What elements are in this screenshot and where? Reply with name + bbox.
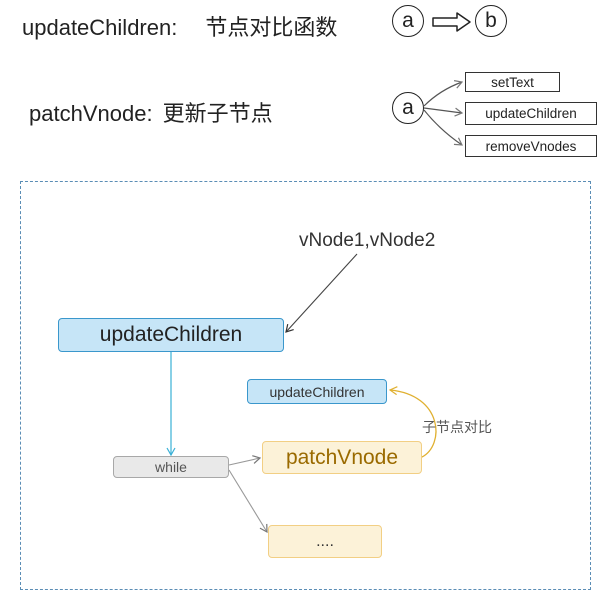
target-removevnodes: removeVnodes <box>465 135 597 157</box>
circle-a-1: a <box>392 5 424 37</box>
header2-name: patchVnode <box>29 101 147 126</box>
header2-colon: : <box>146 101 153 126</box>
header2-desc: 更新子节点 <box>162 101 273 126</box>
compare-label: 子节点对比 <box>422 419 492 435</box>
node-patchvnode: patchVnode <box>262 441 422 474</box>
node-while: while <box>113 456 229 478</box>
arrow-to-settext <box>423 80 464 107</box>
header1: updateChildren: 节点对比函数 <box>22 10 337 42</box>
circle-a-1-label: a <box>402 9 414 32</box>
swap-arrows-icon <box>432 12 471 32</box>
arrow-recursion <box>388 386 437 458</box>
arrow-to-updatechildren <box>423 107 464 117</box>
circle-b-label: b <box>485 9 497 32</box>
header1-desc: 节点对比函数 <box>205 15 338 40</box>
diagram-frame <box>20 181 591 590</box>
header1-name: updateChildren <box>22 15 172 40</box>
header2: patchVnode: 更新子节点 <box>29 96 273 128</box>
target-settext: setText <box>465 72 560 92</box>
target-updatechildren: updateChildren <box>465 102 597 125</box>
arrow-to-removevnodes <box>423 109 463 146</box>
node-updatechildren-recursive: updateChildren <box>247 379 387 404</box>
circle-a-2-label: a <box>402 96 414 119</box>
arrow-input <box>285 253 358 333</box>
node-updatechildren-main: updateChildren <box>58 318 284 352</box>
arrow-to-patchvnode <box>228 455 262 466</box>
circle-a-2: a <box>392 92 424 124</box>
header1-colon: : <box>171 15 178 40</box>
node-more: .... <box>268 525 382 558</box>
input-label: vNode1,vNode2 <box>299 230 436 251</box>
circle-b: b <box>475 5 507 37</box>
arrow-to-more <box>228 469 268 534</box>
